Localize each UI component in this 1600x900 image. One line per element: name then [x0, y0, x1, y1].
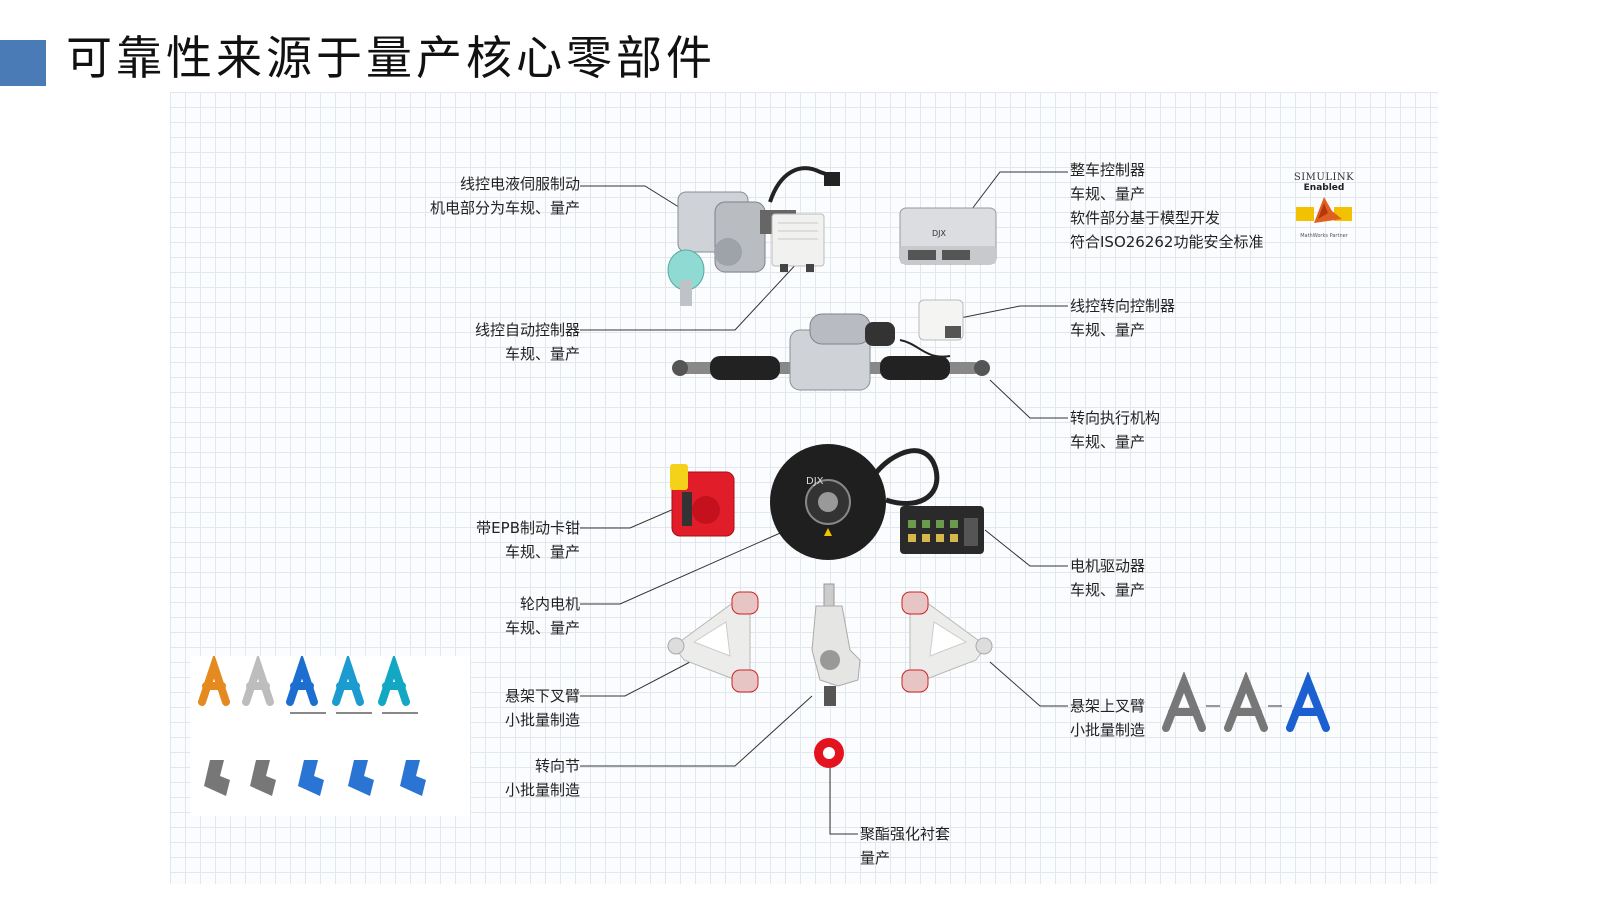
page-title: 可靠性来源于量产核心零部件 [66, 31, 716, 85]
controller-box-photo [771, 213, 825, 272]
callout-steer-actuator-line2: 车规、量产 [1070, 433, 1146, 451]
leader-knuckle [580, 695, 813, 767]
callout-upper-arm-line1: 悬架上叉臂 [1070, 697, 1146, 715]
callout-vehicle-controller-line3: 软件部分基于模型开发 [1070, 209, 1221, 227]
callout-knuckle-line2: 小批量制造 [504, 781, 580, 799]
callout-steer-actuator: 转向执行机构 车规、量产 [1070, 406, 1160, 454]
simulink-logo-text: SIMULINK [1293, 172, 1355, 183]
callout-brake-servo: 线控电液伺服制动 机电部分为车规、量产 [430, 172, 580, 220]
title-accent-block [0, 40, 46, 86]
lower-arm-photo [667, 591, 759, 693]
topology-optimization-knuckles [1162, 672, 1330, 732]
callout-steer-controller-line1: 线控转向控制器 [1070, 297, 1176, 315]
callout-hub-motor-line1: 轮内电机 [519, 595, 580, 613]
callout-motor-driver-line2: 车规、量产 [1070, 581, 1146, 599]
leader-steer-actuator [989, 379, 1068, 419]
callout-vehicle-controller: 整车控制器 车规、量产 软件部分基于模型开发 符合ISO26262功能安全标准 [1070, 158, 1263, 254]
leader-upper-arm [989, 661, 1068, 707]
callout-steer-actuator-line1: 转向执行机构 [1070, 409, 1161, 427]
callout-hub-motor-line2: 车规、量产 [504, 619, 580, 637]
callout-lower-arm-line1: 悬架下叉臂 [504, 687, 580, 705]
knuckle-photo [811, 583, 861, 706]
simulink-enabled-text: Enabled [1303, 183, 1345, 193]
leader-bushing [829, 768, 858, 835]
leader-steer-controller [959, 305, 1068, 319]
callout-epb-caliper-line1: 带EPB制动卡钳 [476, 519, 580, 537]
callout-steer-controller-line2: 车规、量产 [1070, 321, 1146, 339]
leader-auto-controller [580, 259, 801, 331]
topology-optimization-arms [190, 656, 470, 816]
callout-brake-servo-line1: 线控电液伺服制动 [459, 175, 580, 193]
callout-auto-controller: 线控自动控制器 车规、量产 [475, 318, 580, 366]
svg-text:DJX: DJX [806, 476, 824, 487]
callout-lower-arm: 悬架下叉臂 小批量制造 [505, 684, 580, 732]
callout-lower-arm-line2: 小批量制造 [504, 711, 580, 729]
callout-bushing-line1: 聚酯强化衬套 [860, 825, 951, 843]
hub-motor-photo: DJX [770, 444, 940, 560]
callout-bushing-line2: 量产 [860, 849, 891, 867]
callout-epb-caliper-line2: 车规、量产 [504, 543, 580, 561]
epb-caliper-photo [670, 464, 735, 537]
bushing-photo [814, 738, 844, 768]
callout-auto-controller-line2: 车规、量产 [504, 345, 580, 363]
steering-rack-photo [672, 313, 990, 391]
ecu-photo: DJX [899, 207, 997, 265]
leader-epb [580, 501, 691, 529]
callout-knuckle-line1: 转向节 [534, 757, 580, 775]
callout-auto-controller-line1: 线控自动控制器 [474, 321, 580, 339]
leader-hub-motor [580, 521, 806, 605]
simulink-logo: SIMULINK Enabled MathWorks Partner [1290, 172, 1358, 244]
callout-upper-arm-line2: 小批量制造 [1070, 721, 1146, 739]
callout-hub-motor: 轮内电机 车规、量产 [505, 592, 580, 640]
mathworks-partner-text: MathWorks Partner [1300, 233, 1348, 239]
svg-text:DJX: DJX [932, 229, 947, 238]
callout-knuckle: 转向节 小批量制造 [505, 754, 580, 802]
callout-upper-arm: 悬架上叉臂 小批量制造 [1070, 694, 1145, 742]
callout-bushing: 聚酯强化衬套 量产 [860, 822, 950, 870]
callout-epb-caliper: 带EPB制动卡钳 车规、量产 [476, 516, 580, 564]
matlab-membrane-icon [1296, 197, 1352, 223]
callout-vehicle-controller-line4: 符合ISO26262功能安全标准 [1070, 233, 1264, 251]
motor-driver-photo [900, 506, 984, 554]
callout-vehicle-controller-line1: 整车控制器 [1070, 161, 1146, 179]
callout-motor-driver-line1: 电机驱动器 [1070, 557, 1146, 575]
callout-brake-servo-line2: 机电部分为车规、量产 [429, 199, 580, 217]
callout-steer-controller: 线控转向控制器 车规、量产 [1070, 294, 1175, 342]
callout-vehicle-controller-line2: 车规、量产 [1070, 185, 1146, 203]
leader-lower-arm [580, 661, 691, 697]
callout-motor-driver: 电机驱动器 车规、量产 [1070, 554, 1145, 602]
steer-controller-photo [918, 299, 964, 341]
upper-arm-photo [901, 591, 993, 693]
leader-motor-driver [984, 529, 1068, 567]
